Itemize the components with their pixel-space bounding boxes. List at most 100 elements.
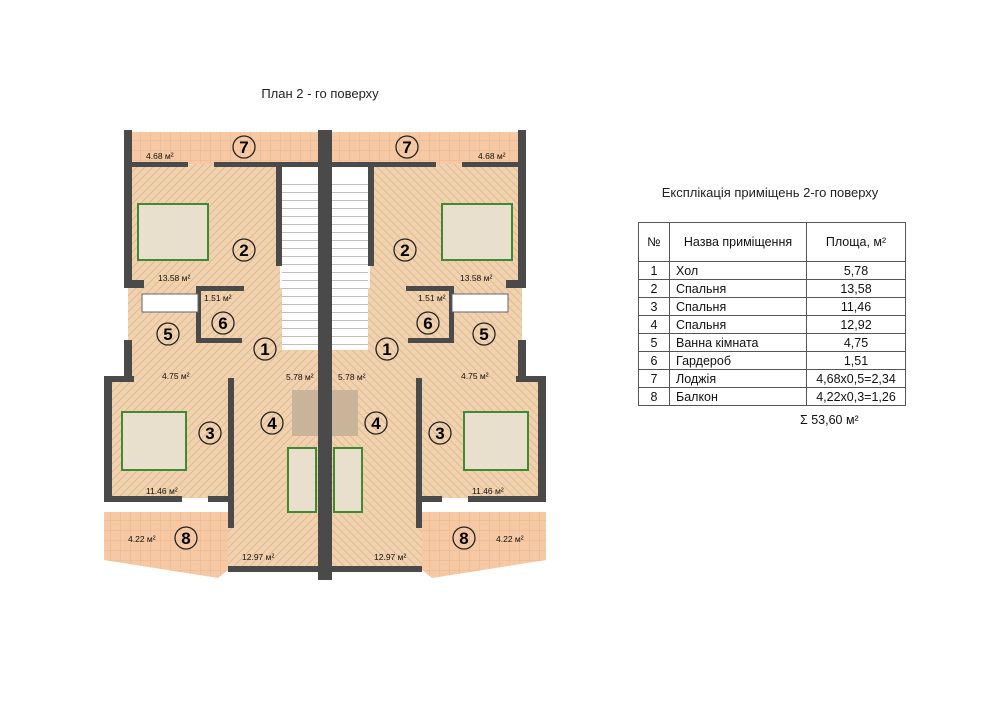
row-name: Хол xyxy=(669,261,807,280)
room-number-7-left: 7 xyxy=(239,138,248,157)
row-area: 1,51 xyxy=(806,351,906,370)
balcony-right xyxy=(422,512,546,578)
room-number-3-right: 3 xyxy=(435,424,444,443)
wall xyxy=(332,566,422,572)
table-row: 1 Хол 5,78 xyxy=(638,261,906,280)
room-number-6-right: 6 xyxy=(423,314,432,333)
room-circle xyxy=(253,337,277,361)
wardrobe-right xyxy=(332,390,358,436)
area-6-right: 1.51 м² xyxy=(418,293,446,303)
row-name: Спальня xyxy=(669,297,807,316)
area-6-left: 1.51 м² xyxy=(204,293,232,303)
area-7-right: 4.68 м² xyxy=(478,151,506,161)
room-number-7-right: 7 xyxy=(402,138,411,157)
area-5-left: 4.75 м² xyxy=(162,371,190,381)
row-area: 11,46 xyxy=(806,297,906,316)
room-number-8-right: 8 xyxy=(459,529,468,548)
balcony-left xyxy=(104,512,228,578)
wall xyxy=(128,162,188,167)
area-labels-right: 4.68 м² 13.58 м² 1.51 м² 4.75 м² 5.78 м²… xyxy=(338,151,524,562)
total-area: Σ 53,60 м² xyxy=(800,413,859,427)
room-number-8-left: 8 xyxy=(181,529,190,548)
table-header-row: № Назва приміщення Площа, м² xyxy=(638,222,906,262)
room-number-2-left: 2 xyxy=(239,241,248,260)
row-num: 6 xyxy=(638,351,670,370)
wall xyxy=(468,496,538,502)
wall xyxy=(418,496,442,502)
wall xyxy=(462,162,522,167)
wall xyxy=(104,376,134,382)
room-number-1-right: 1 xyxy=(382,340,391,359)
wall xyxy=(124,340,132,380)
area-8-right: 4.22 м² xyxy=(496,534,524,544)
left-unit xyxy=(104,130,332,580)
room-circle xyxy=(211,311,235,335)
wall xyxy=(538,376,546,502)
stairs-left xyxy=(282,178,318,350)
row-name: Лоджія xyxy=(669,369,807,388)
wall xyxy=(196,338,242,343)
wall xyxy=(408,338,454,343)
area-4-left: 12.97 м² xyxy=(242,552,274,562)
room-circle xyxy=(416,311,440,335)
wall-right-outer xyxy=(518,130,526,286)
wall xyxy=(332,162,436,167)
wall xyxy=(112,496,182,502)
party-wall xyxy=(318,130,332,580)
wall-left-outer xyxy=(124,130,132,286)
wall xyxy=(516,376,546,382)
area-5-right: 4.75 м² xyxy=(461,371,489,381)
wall xyxy=(208,496,232,502)
room-number-2-right: 2 xyxy=(400,241,409,260)
row-area: 4,68x0,5=2,34 xyxy=(806,369,906,388)
row-name: Балкон xyxy=(669,387,807,406)
room-number-5-right: 5 xyxy=(479,325,488,344)
area-labels-left: 4.68 м² 13.58 м² 1.51 м² 4.75 м² 5.78 м²… xyxy=(128,151,314,562)
room-circle xyxy=(232,238,256,262)
bed-4-right xyxy=(333,447,363,513)
stairs-right xyxy=(332,178,368,350)
room-number-4-left: 4 xyxy=(267,414,277,433)
table-row: 8 Балкон 4,22x0,3=1,26 xyxy=(638,387,906,406)
wall xyxy=(416,378,422,528)
wall xyxy=(228,378,234,528)
room-circle xyxy=(198,421,222,445)
wall xyxy=(506,280,526,288)
table-row: 6 Гардероб 1,51 xyxy=(638,351,906,370)
row-area: 12,92 xyxy=(806,315,906,334)
row-num: 4 xyxy=(638,315,670,334)
row-area: 4,22x0,3=1,26 xyxy=(806,387,906,406)
room-circle xyxy=(364,411,388,435)
table-row: 5 Ванна кімната 4,75 xyxy=(638,333,906,352)
wall xyxy=(104,376,112,502)
room-circle xyxy=(393,238,417,262)
area-2-left: 13.58 м² xyxy=(158,273,190,283)
room-number-1-left: 1 xyxy=(260,340,269,359)
row-area: 5,78 xyxy=(806,261,906,280)
table-row: 2 Спальня 13,58 xyxy=(638,279,906,298)
area-8-left: 4.22 м² xyxy=(128,534,156,544)
area-3-right: 11.46 м² xyxy=(472,486,504,496)
table-row: 7 Лоджія 4,68x0,5=2,34 xyxy=(638,369,906,388)
room-circle xyxy=(375,337,399,361)
header-num: № xyxy=(638,222,670,262)
wall xyxy=(368,166,374,266)
area-1-left: 5.78 м² xyxy=(286,372,314,382)
wall xyxy=(200,286,244,291)
table-row: 4 Спальня 12,92 xyxy=(638,315,906,334)
area-2-right: 13.58 м² xyxy=(460,273,492,283)
wall xyxy=(406,286,450,291)
room-circle xyxy=(395,135,419,159)
wall xyxy=(124,280,144,288)
room-circle xyxy=(174,526,198,550)
wall xyxy=(214,162,318,167)
right-unit xyxy=(332,130,546,578)
room-circle xyxy=(156,322,180,346)
plan-title: План 2 - го поверху xyxy=(261,86,379,101)
table-row: 3 Спальня 11,46 xyxy=(638,297,906,316)
row-name: Ванна кімната xyxy=(669,333,807,352)
area-7-left: 4.68 м² xyxy=(146,151,174,161)
wall xyxy=(518,340,526,380)
